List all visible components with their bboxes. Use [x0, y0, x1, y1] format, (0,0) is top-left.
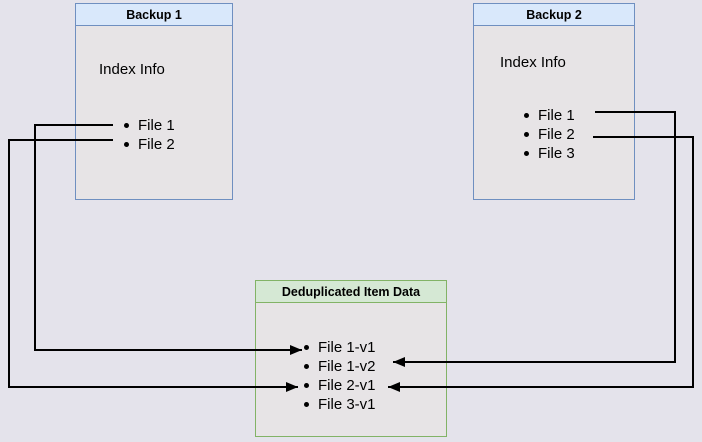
list-item: File 2 [124, 135, 175, 154]
backup1-index-info-label: Index Info [99, 61, 165, 78]
list-item: File 3-v1 [304, 395, 376, 414]
backup2-title: Backup 2 [474, 4, 634, 26]
backup2-index-info-label: Index Info [500, 54, 566, 71]
dedup-item-list: File 1-v1 File 1-v2 File 2-v1 File 3-v1 [304, 338, 376, 414]
dedup-box: Deduplicated Item Data File 1-v1 File 1-… [255, 280, 447, 437]
list-item: File 2-v1 [304, 376, 376, 395]
backup2-box: Backup 2 Index Info File 1 File 2 File 3 [473, 3, 635, 200]
backup1-title: Backup 1 [76, 4, 232, 26]
list-item: File 1-v1 [304, 338, 376, 357]
list-item: File 1 [124, 116, 175, 135]
dedup-title: Deduplicated Item Data [256, 281, 446, 303]
list-item: File 3 [524, 144, 575, 163]
list-item: File 1 [524, 106, 575, 125]
backup1-box: Backup 1 Index Info File 1 File 2 [75, 3, 233, 200]
list-item: File 1-v2 [304, 357, 376, 376]
list-item: File 2 [524, 125, 575, 144]
backup2-file-list: File 1 File 2 File 3 [524, 106, 575, 163]
backup1-file-list: File 1 File 2 [124, 116, 175, 154]
